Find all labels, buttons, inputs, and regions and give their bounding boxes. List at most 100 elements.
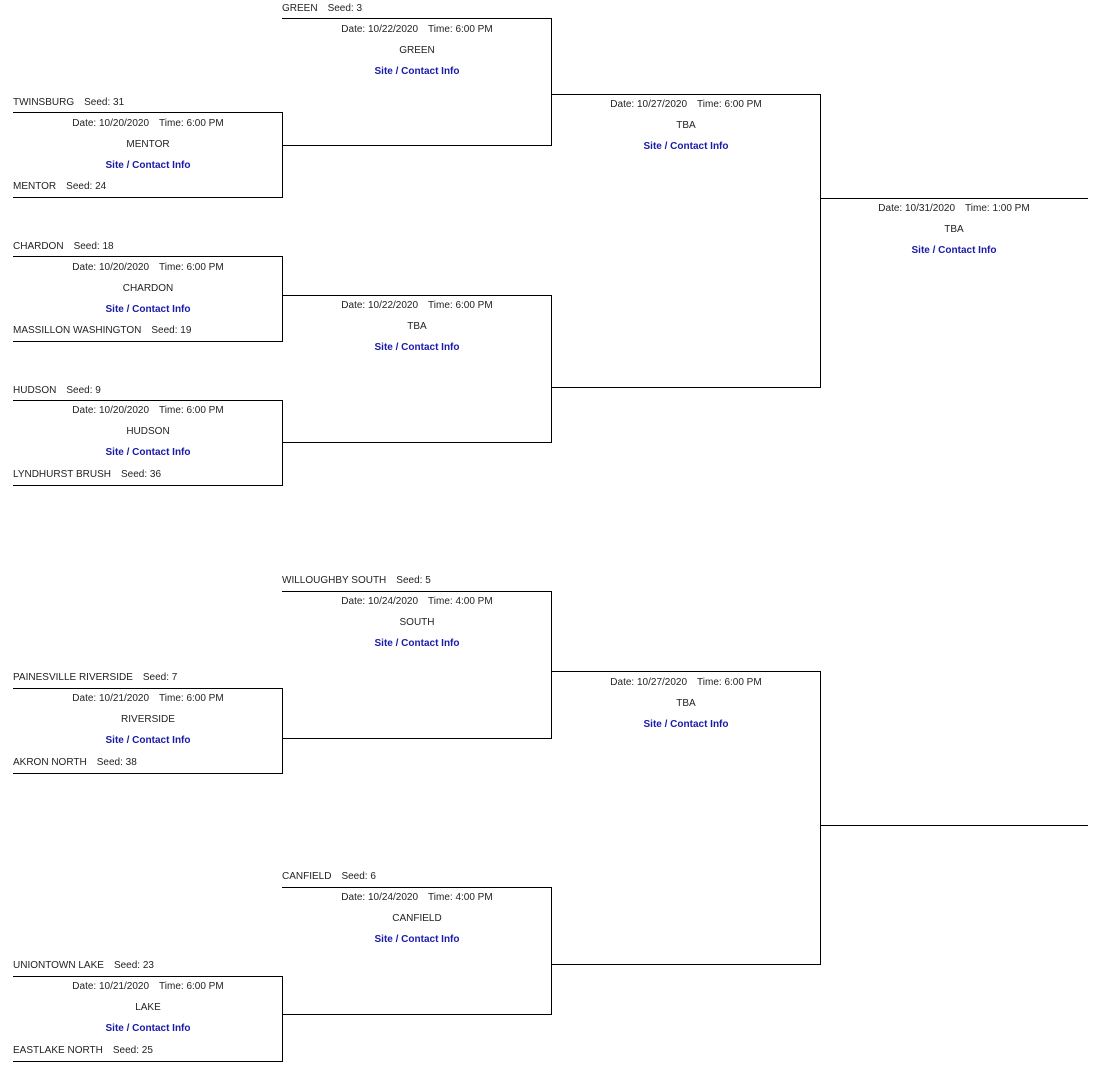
game-site: MENTOR — [126, 138, 170, 150]
bracket-line — [551, 671, 821, 672]
game-info: Date: 10/22/2020 Time: 6:00 PM TBA Site /… — [282, 296, 552, 358]
game-date: Date: 10/22/2020 — [341, 300, 419, 311]
bracket-line — [282, 738, 552, 739]
bracket-line — [282, 442, 552, 443]
bracket-line — [551, 94, 821, 95]
bracket-line — [282, 256, 283, 342]
bracket-line — [551, 591, 552, 739]
bracket-line — [13, 112, 283, 113]
team-seed: Seed: 31 — [84, 97, 125, 108]
game-date: Date: 10/24/2020 — [341, 892, 419, 903]
game-time: Time: 4:00 PM — [428, 892, 493, 903]
bracket-line — [13, 688, 283, 689]
bracket-line — [551, 387, 821, 388]
game-date: Date: 10/31/2020 — [878, 203, 956, 214]
bracket-line — [13, 485, 283, 486]
team-seed: Seed: 38 — [96, 757, 137, 768]
team-name: EASTLAKE NORTH — [13, 1045, 103, 1056]
site-contact-link[interactable]: Site / Contact Info — [105, 159, 191, 171]
bracket-line — [282, 400, 283, 486]
site-contact-link[interactable]: Site / Contact Info — [374, 341, 460, 353]
site-contact-link[interactable]: Site / Contact Info — [374, 933, 460, 945]
game-site: GREEN — [399, 44, 435, 56]
game-site: TBA — [676, 697, 696, 709]
game-site: RIVERSIDE — [121, 713, 175, 725]
bracket-line — [13, 256, 283, 257]
team-seed: Seed: 24 — [66, 181, 107, 192]
site-contact-link[interactable]: Site / Contact Info — [643, 140, 729, 152]
team-seed: Seed: 9 — [66, 385, 101, 396]
game-info: Date: 10/20/2020 Time: 6:00 PM MENTOR Sit… — [13, 114, 283, 176]
site-contact-link[interactable]: Site / Contact Info — [105, 1022, 191, 1034]
team-label: PAINESVILLE RIVERSIDE Seed: 7 — [13, 672, 177, 683]
bracket-line — [282, 18, 552, 19]
game-time: Time: 6:00 PM — [159, 405, 224, 416]
site-contact-link[interactable]: Site / Contact Info — [911, 244, 997, 256]
team-seed: Seed: 7 — [142, 672, 178, 683]
game-date: Date: 10/20/2020 — [72, 405, 150, 416]
game-site: SOUTH — [399, 616, 435, 628]
bracket-line — [282, 976, 283, 1062]
team-seed: Seed: 5 — [396, 575, 431, 586]
team-label: MENTOR Seed: 24 — [13, 181, 106, 192]
site-contact-link[interactable]: Site / Contact Info — [105, 303, 191, 315]
bracket-line — [13, 976, 283, 977]
game-time: Time: 6:00 PM — [159, 118, 224, 129]
team-label: WILLOUGHBY SOUTH Seed: 5 — [282, 575, 431, 586]
game-site: TBA — [407, 320, 427, 332]
site-contact-link[interactable]: Site / Contact Info — [105, 734, 191, 746]
bracket-line — [282, 591, 552, 592]
bracket-line — [820, 825, 1088, 826]
game-datetime: Date: 10/24/2020 Time: 4:00 PM — [282, 888, 552, 909]
game-date: Date: 10/24/2020 — [341, 596, 419, 607]
bracket-line — [282, 887, 552, 888]
site-contact-link[interactable]: Site / Contact Info — [643, 718, 729, 730]
site-contact-link[interactable]: Site / Contact Info — [374, 65, 460, 77]
team-seed: Seed: 19 — [151, 325, 192, 336]
team-name: AKRON NORTH — [13, 757, 87, 768]
game-date: Date: 10/27/2020 — [610, 677, 688, 688]
bracket-line — [820, 198, 1088, 199]
bracket-line — [551, 964, 821, 965]
team-label: HUDSON Seed: 9 — [13, 385, 101, 396]
bracket-line — [820, 671, 821, 965]
team-seed: Seed: 23 — [113, 960, 154, 971]
bracket-line — [551, 295, 552, 443]
game-time: Time: 6:00 PM — [697, 99, 762, 110]
game-time: Time: 4:00 PM — [428, 596, 493, 607]
game-info: Date: 10/27/2020 Time: 6:00 PM TBA Site /… — [551, 673, 821, 735]
game-date: Date: 10/20/2020 — [72, 118, 150, 129]
game-info: Date: 10/24/2020 Time: 4:00 PM SOUTH Site… — [282, 592, 552, 654]
team-seed: Seed: 25 — [112, 1045, 153, 1056]
bracket-line — [282, 1014, 552, 1015]
game-date: Date: 10/21/2020 — [72, 981, 150, 992]
team-name: PAINESVILLE RIVERSIDE — [13, 672, 133, 683]
site-contact-link[interactable]: Site / Contact Info — [105, 446, 191, 458]
game-time: Time: 6:00 PM — [428, 300, 493, 311]
bracket-line — [820, 94, 821, 388]
game-date: Date: 10/20/2020 — [72, 262, 150, 273]
team-name: WILLOUGHBY SOUTH — [282, 575, 387, 586]
game-site: TBA — [676, 119, 696, 131]
game-time: Time: 1:00 PM — [965, 203, 1030, 214]
team-name: HUDSON — [13, 385, 57, 396]
team-name: MENTOR — [13, 181, 57, 192]
game-datetime: Date: 10/20/2020 Time: 6:00 PM — [13, 114, 283, 135]
game-time: Time: 6:00 PM — [428, 24, 493, 35]
game-time: Time: 6:00 PM — [697, 677, 762, 688]
game-site: HUDSON — [126, 425, 170, 437]
site-contact-link[interactable]: Site / Contact Info — [374, 637, 460, 649]
team-label: EASTLAKE NORTH Seed: 25 — [13, 1045, 153, 1056]
bracket-line — [282, 145, 552, 146]
